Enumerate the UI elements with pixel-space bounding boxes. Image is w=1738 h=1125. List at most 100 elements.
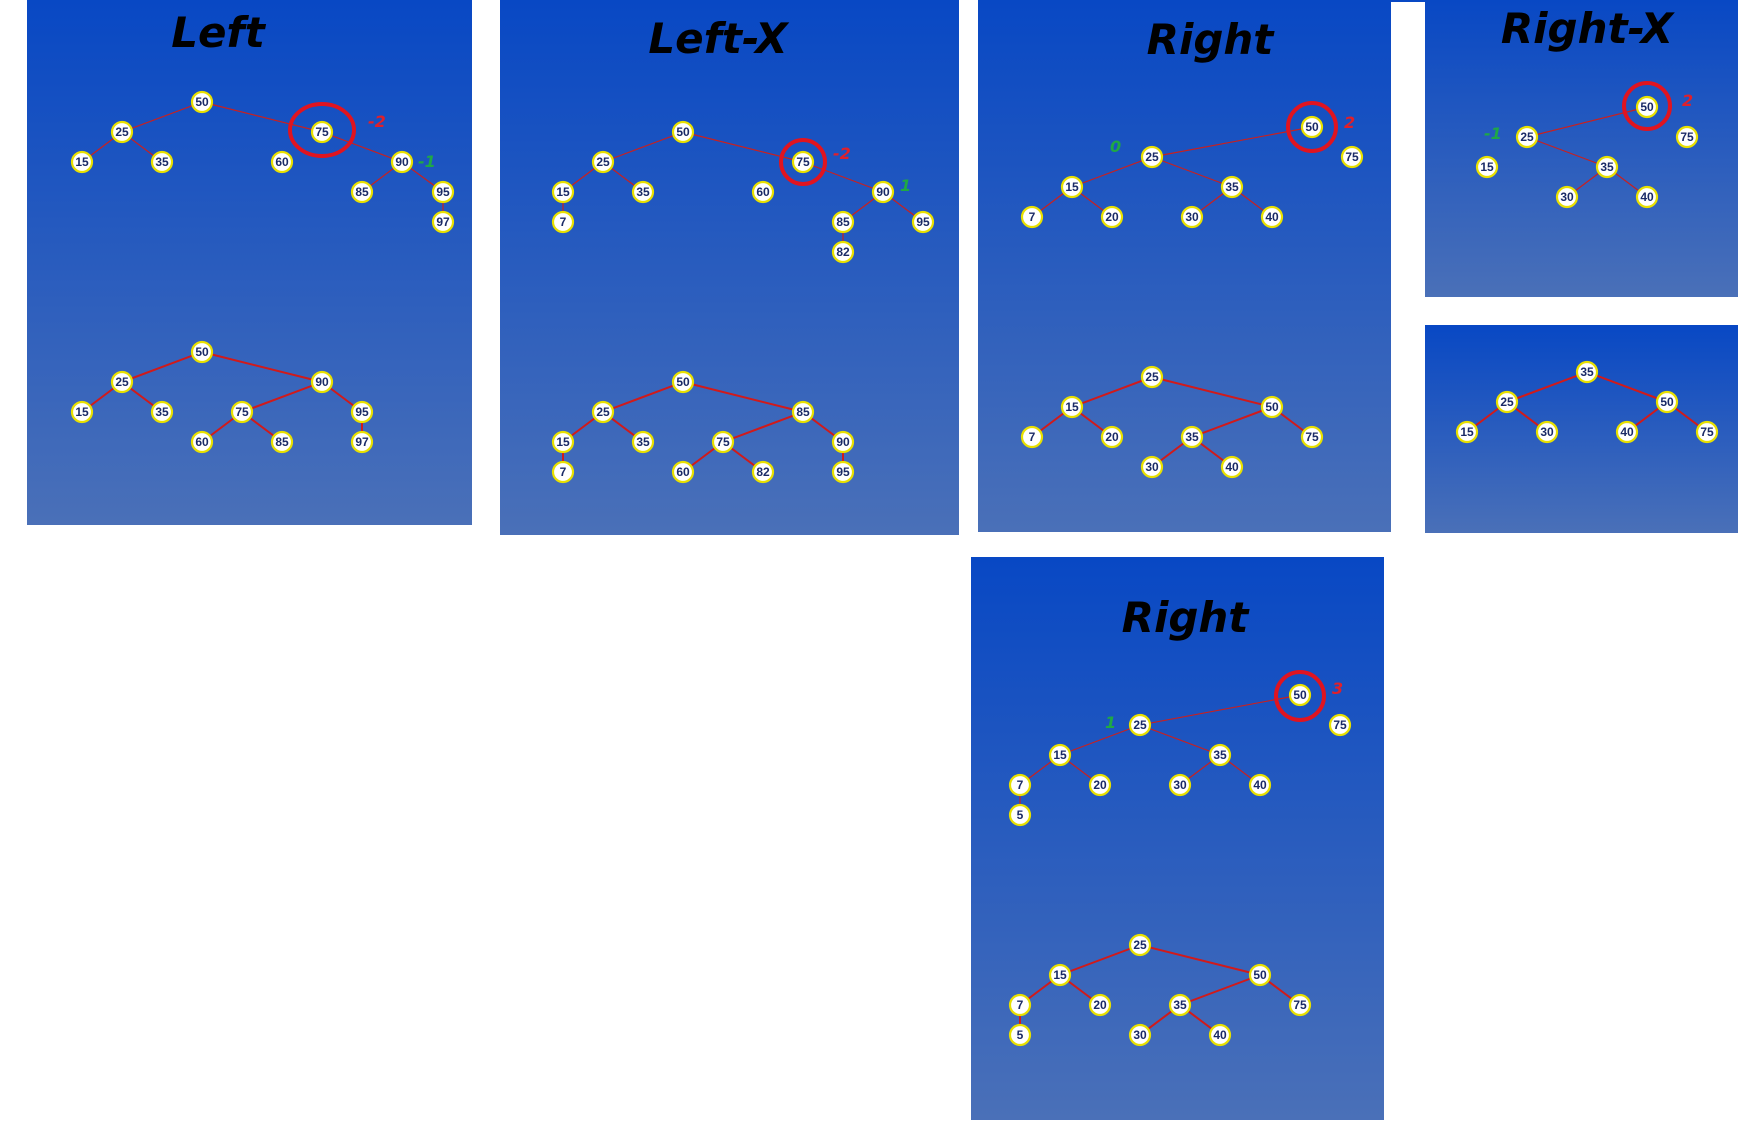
svg-text:50: 50	[1293, 688, 1307, 702]
tree-node: 15	[70, 400, 94, 424]
tree-node: 95	[911, 210, 935, 234]
panel-right-bottom-nodes: 25 15 50 7 20 35 75 30 40	[1020, 365, 1324, 479]
tree-node: 97	[350, 430, 374, 454]
tree-node: 15	[551, 180, 575, 204]
svg-text:75: 75	[235, 405, 249, 419]
tree-node: 97	[431, 210, 455, 234]
panel-right-x-top-nodes: 50 25 75 15 35 30 40	[1475, 95, 1699, 209]
tree-node: 50	[671, 370, 695, 394]
tree-node: 75	[711, 430, 735, 454]
svg-text:35: 35	[155, 405, 169, 419]
tree-node: 40	[1635, 185, 1659, 209]
panel-right-x: Right-X 50 25 75 15 35 30 40 2 -1	[1425, 0, 1738, 533]
svg-text:90: 90	[836, 435, 850, 449]
svg-text:25: 25	[1133, 938, 1147, 952]
balance-factor-label: 0	[1110, 137, 1121, 156]
tree-node: 35	[631, 180, 655, 204]
tree-node: 85	[350, 180, 374, 204]
tree-node: 7	[1020, 425, 1044, 449]
svg-text:40: 40	[1265, 210, 1279, 224]
svg-text:60: 60	[195, 435, 209, 449]
tree-node: 95	[831, 460, 855, 484]
tree-node: 50	[671, 120, 695, 144]
svg-text:5: 5	[1017, 808, 1024, 822]
tree-node: 7	[1008, 993, 1032, 1017]
tree-node: 40	[1248, 773, 1272, 797]
svg-text:75: 75	[796, 155, 810, 169]
panel-right-2: Right 50 25 75 15 35 7 20 30 40 5 3 1	[971, 557, 1384, 1120]
tree-node: 15	[551, 430, 575, 454]
tree-node: 35	[631, 430, 655, 454]
tree-node: 30	[1535, 420, 1559, 444]
svg-text:90: 90	[395, 155, 409, 169]
tree-node: 50	[190, 90, 214, 114]
tree-node: 15	[1455, 420, 1479, 444]
svg-text:7: 7	[1017, 778, 1024, 792]
panel-left-x-top-nodes: 50 25 75 15 35 60 90 7 85 95 82	[551, 120, 935, 264]
tree-node: 85	[791, 400, 815, 424]
svg-text:15: 15	[556, 185, 570, 199]
tree-node: 30	[1140, 455, 1164, 479]
panel-left-x-bottom-nodes: 50 25 85 15 35 75 90 7 60 82 95	[551, 370, 855, 484]
balance-factor-label: -2	[368, 112, 386, 131]
tree-node: 15	[1048, 963, 1072, 987]
svg-text:75: 75	[1345, 150, 1359, 164]
svg-text:97: 97	[436, 215, 450, 229]
svg-text:5: 5	[1017, 1028, 1024, 1042]
tree-node: 15	[70, 150, 94, 174]
tree-node: 20	[1088, 993, 1112, 1017]
svg-text:60: 60	[676, 465, 690, 479]
tree-node: 15	[1060, 175, 1084, 199]
panel-left-background	[27, 0, 472, 525]
panel-right-2-bottom-nodes: 25 15 50 7 20 35 75 5 30 40	[1008, 933, 1312, 1047]
tree-node: 50	[1655, 390, 1679, 414]
tree-node: 40	[1220, 455, 1244, 479]
tree-node: 15	[1475, 155, 1499, 179]
svg-text:15: 15	[75, 405, 89, 419]
tree-node: 35	[1180, 425, 1204, 449]
svg-text:15: 15	[1053, 968, 1067, 982]
tree-node: 35	[1208, 743, 1232, 767]
svg-text:85: 85	[796, 405, 810, 419]
svg-text:7: 7	[1029, 210, 1036, 224]
tree-node: 25	[110, 370, 134, 394]
tree-node: 75	[230, 400, 254, 424]
tree-node: 82	[751, 460, 775, 484]
tree-node: 75	[791, 150, 815, 174]
svg-text:95: 95	[436, 185, 450, 199]
tree-node: 7	[551, 210, 575, 234]
svg-text:90: 90	[876, 185, 890, 199]
svg-text:35: 35	[1225, 180, 1239, 194]
svg-text:50: 50	[195, 95, 209, 109]
tree-node: 50	[1635, 95, 1659, 119]
svg-text:7: 7	[1029, 430, 1036, 444]
panel-right-2-title: Right	[1122, 593, 1251, 642]
tree-node: 15	[1048, 743, 1072, 767]
panel-left-x-background	[500, 0, 959, 535]
imbalance-highlight-ring	[1286, 101, 1338, 153]
tree-node: 7	[1008, 773, 1032, 797]
tree-node: 30	[1180, 205, 1204, 229]
svg-text:25: 25	[1520, 130, 1534, 144]
svg-text:25: 25	[1145, 370, 1159, 384]
svg-text:15: 15	[1053, 748, 1067, 762]
svg-text:75: 75	[1333, 718, 1347, 732]
tree-node: 15	[1060, 395, 1084, 419]
tree-node: 25	[1515, 125, 1539, 149]
svg-text:35: 35	[155, 155, 169, 169]
panel-left-top-nodes: 50 25 75 15 35 60 90 85 95 97	[70, 90, 455, 234]
tree-node: 90	[871, 180, 895, 204]
tree-node: 25	[110, 120, 134, 144]
tree-node: 60	[190, 430, 214, 454]
svg-text:25: 25	[596, 155, 610, 169]
imbalance-highlight-ring	[779, 138, 827, 186]
tree-node: 30	[1128, 1023, 1152, 1047]
balance-factor-label: 2	[1682, 91, 1693, 110]
svg-text:50: 50	[676, 375, 690, 389]
tree-node: 75	[1300, 425, 1324, 449]
svg-text:20: 20	[1105, 430, 1119, 444]
tree-node: 75	[1288, 993, 1312, 1017]
tree-node: 75	[1328, 713, 1352, 737]
tree-node: 25	[1495, 390, 1519, 414]
